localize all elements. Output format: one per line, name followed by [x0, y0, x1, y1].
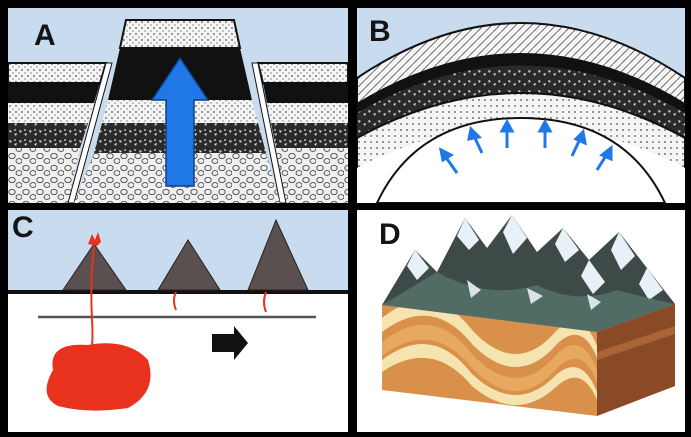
panel-c-hotspot: C [8, 210, 348, 432]
panel-c-illustration [8, 210, 348, 411]
panel-b-label: B [369, 15, 391, 48]
panel-d-fold-mountains: D [357, 210, 685, 432]
panel-a-fault-block: A [8, 8, 348, 203]
motion-arrow-icon [212, 326, 248, 360]
panel-d-illustration [382, 215, 675, 416]
panel-b-fold: B [357, 8, 685, 203]
uplift-arrow-icon [150, 56, 210, 187]
panel-b-illustration [357, 22, 685, 203]
panel-d-label: D [379, 218, 401, 251]
panel-a-label: A [34, 19, 56, 52]
panel-a-illustration [8, 19, 348, 203]
push-arrow-icon [438, 118, 613, 174]
panel-c-label: C [12, 211, 34, 244]
